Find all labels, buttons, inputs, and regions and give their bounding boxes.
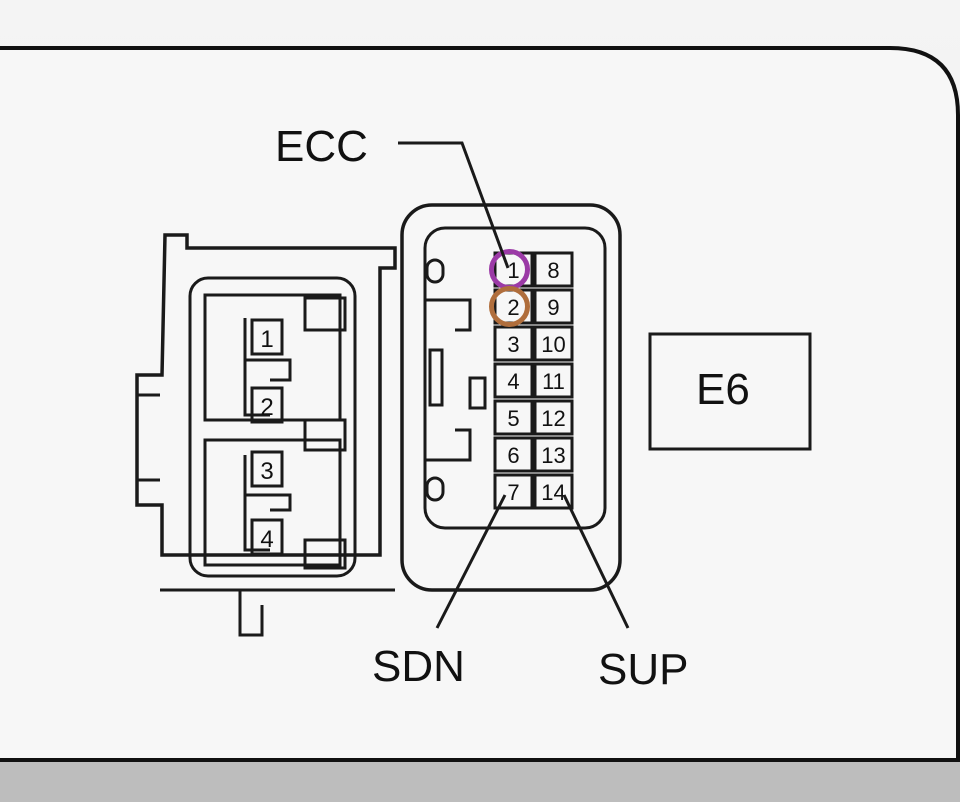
pin-label-3: 3 [507,332,519,357]
connector-id-label: E6 [696,365,750,414]
pin-label-4: 4 [507,369,519,394]
pin-cell-10 [533,325,574,362]
pin-label-5: 5 [507,406,519,431]
terminal-1: 1 [250,318,284,356]
svg-text:3: 3 [260,458,273,485]
ecc-label: ECC [275,122,368,171]
connector-id-box [648,332,812,451]
ecc-leader-line [398,141,510,269]
terminal-2: 2 [250,386,284,424]
pin-cell-12 [533,399,574,436]
svg-text:4: 4 [260,526,273,553]
pin-cell-5 [493,399,534,436]
left-terminal-frames [243,318,292,552]
pin-cell-4 [493,362,534,399]
pin-label-7: 7 [507,480,519,505]
pin-cell-6 [493,436,534,473]
terminal-3: 3 [250,450,284,488]
connector-housing-left [135,233,397,637]
pin-label-13: 13 [541,443,565,468]
sdn-leader-line [435,494,507,629]
pin-label-6: 6 [507,443,519,468]
pin-label-12: 12 [541,406,565,431]
pin-label-2: 2 [507,295,519,320]
panel-outline [0,46,960,762]
pin-cell-7 [493,473,534,510]
pin-label-1: 1 [507,258,519,283]
bottom-band [0,762,960,802]
pin-highlight-2 [489,286,530,327]
pin-label-8: 8 [547,258,559,283]
pin-label-14: 14 [541,480,565,505]
pin-cell-13 [533,436,574,473]
sup-leader-line [562,494,630,629]
pin-cell-8 [533,251,574,288]
pin-cell-3 [493,325,534,362]
pin-label-9: 9 [547,295,559,320]
terminal-4: 4 [250,518,284,556]
svg-text:1: 1 [260,326,273,353]
svg-text:2: 2 [260,394,273,421]
pin-cell-14 [533,473,574,510]
pin-highlights [489,249,530,327]
pin-label-10: 10 [541,332,565,357]
pin-cell-9 [533,288,574,325]
pin-cell-11 [533,362,574,399]
sup-label: SUP [598,645,689,694]
pin-label-11: 11 [542,369,565,394]
sdn-label: SDN [372,642,465,691]
connector-housing-right [400,203,622,592]
